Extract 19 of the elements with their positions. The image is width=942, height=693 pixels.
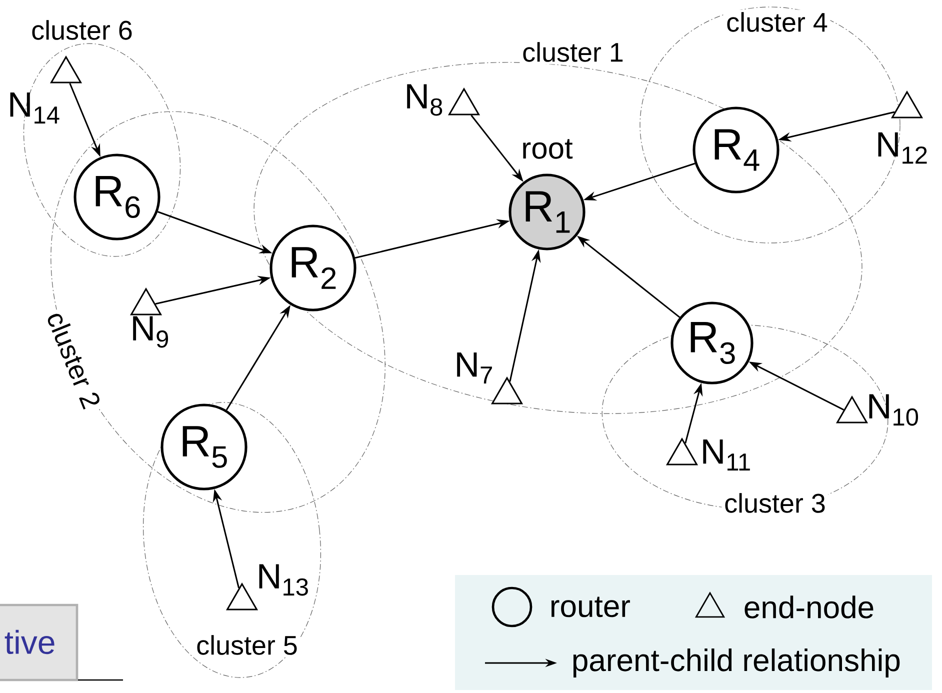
node-label: N$_{9}$ <box>133 316 168 348</box>
node-label: N$_{8}$ <box>407 84 442 116</box>
cluster-label: cluster 4 <box>724 10 830 34</box>
root-label: root <box>523 139 573 159</box>
node-label: N$_{13}$ <box>259 564 308 596</box>
cluster-label: cluster 5 <box>194 632 300 658</box>
cluster-label: cluster 2 <box>42 306 106 414</box>
cluster-label: cluster 6 <box>28 18 136 42</box>
legend-label: parent-child relationship <box>573 648 900 678</box>
legend-label: router <box>551 596 630 618</box>
node-label: N$_{12}$ <box>878 132 927 164</box>
button: tive <box>0 604 78 682</box>
legend-label: end-node <box>744 596 874 618</box>
node-label: N$_{10}$ <box>869 394 918 426</box>
cluster-label: cluster 3 <box>722 490 828 516</box>
node-label: N$_{7}$ <box>457 352 492 384</box>
node-label: N$_{11}$ <box>703 440 750 470</box>
node-label: N$_{14}$ <box>10 92 60 124</box>
cluster-label: cluster 1 <box>520 40 626 64</box>
